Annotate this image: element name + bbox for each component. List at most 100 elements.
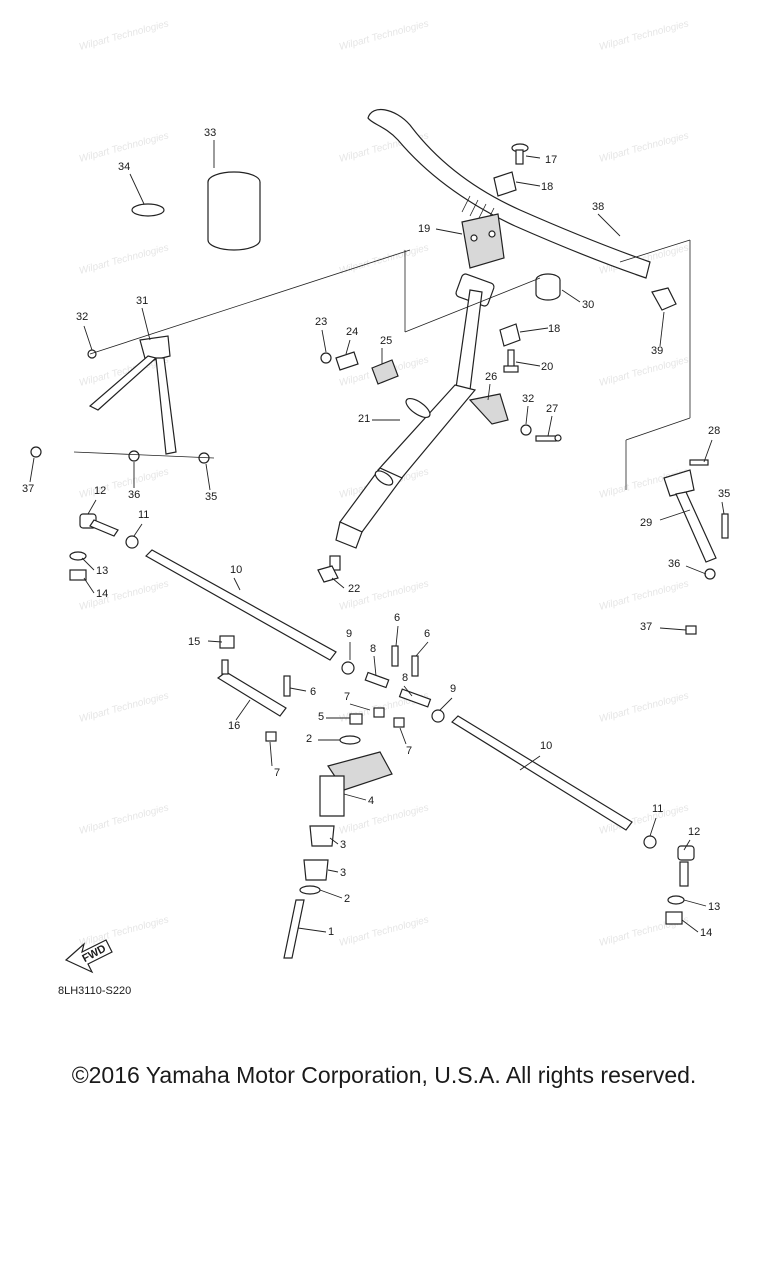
callout-1-55: 1	[328, 926, 334, 938]
assembly-line	[619, 239, 691, 263]
callout-38-4: 38	[592, 201, 604, 213]
leader-line	[659, 509, 691, 521]
callout-30-6: 30	[582, 299, 594, 311]
washer-2-upper	[339, 735, 361, 745]
washer-32-left	[87, 349, 97, 359]
callout-34-1: 34	[118, 161, 130, 173]
watermark-25: Wilpart Technologies	[338, 914, 430, 949]
callout-6-35: 6	[394, 612, 400, 624]
watermark-5: Wilpart Technologies	[598, 130, 690, 165]
callout-37-19: 37	[22, 483, 34, 495]
washer-2-lower	[299, 885, 321, 895]
leader-line	[487, 383, 491, 401]
callout-7-41: 7	[344, 691, 350, 703]
leader-line	[319, 889, 343, 899]
callout-36-31: 36	[668, 558, 680, 570]
callout-36-20: 36	[128, 489, 140, 501]
leader-line	[343, 793, 367, 801]
callout-6-36: 6	[424, 628, 430, 640]
callout-31-10: 31	[136, 295, 148, 307]
callout-6-40: 6	[310, 686, 316, 698]
leader-line	[289, 687, 307, 692]
callout-12-50: 12	[688, 826, 700, 838]
leader-line	[519, 755, 541, 771]
callout-23-12: 23	[315, 316, 327, 328]
callout-27-17: 27	[546, 403, 558, 415]
bolt-37-left	[30, 446, 42, 458]
callout-19-5: 19	[418, 223, 430, 235]
callout-32-11: 32	[76, 311, 88, 323]
leader-line	[29, 457, 35, 483]
clamp-18-upper	[493, 171, 517, 197]
leader-line	[403, 685, 413, 697]
leader-line	[233, 577, 241, 591]
nut-14-left	[69, 569, 87, 581]
leader-line	[83, 325, 93, 351]
leader-line	[519, 327, 549, 333]
leader-lines	[29, 140, 725, 933]
callout-33-0: 33	[204, 127, 216, 139]
watermark-18: Wilpart Technologies	[78, 690, 170, 725]
callout-20-9: 20	[541, 361, 553, 373]
leader-line	[659, 311, 665, 347]
leader-line	[597, 213, 621, 237]
leader-line	[87, 499, 97, 515]
leader-line	[129, 173, 145, 205]
leader-line	[329, 837, 339, 845]
leader-line	[685, 565, 707, 575]
callout-12-23: 12	[94, 485, 106, 497]
leader-line	[703, 439, 713, 463]
leader-line	[349, 703, 371, 711]
callout-21-18: 21	[358, 413, 370, 425]
leader-line	[525, 155, 541, 159]
callout-39-7: 39	[651, 345, 663, 357]
callout-35-21: 35	[205, 491, 217, 503]
nut-9-right	[431, 709, 445, 723]
nut-7-b	[393, 717, 405, 728]
nut-5	[349, 713, 363, 725]
callout-9-34: 9	[346, 628, 352, 640]
sleeve-33	[207, 171, 261, 251]
leader-line	[235, 699, 251, 721]
callout-32-16: 32	[522, 393, 534, 405]
holder-19	[461, 213, 505, 269]
callout-26-15: 26	[485, 371, 497, 383]
leader-line	[269, 741, 273, 767]
watermark-1: Wilpart Technologies	[338, 18, 430, 53]
bolt-6-a	[391, 645, 399, 667]
callout-7-46: 7	[274, 767, 280, 779]
callout-37-32: 37	[640, 621, 652, 633]
nut-14-right	[665, 911, 683, 925]
watermark-22: Wilpart Technologies	[338, 802, 430, 837]
callout-13-54: 13	[708, 901, 720, 913]
callout-11-49: 11	[652, 803, 663, 815]
screw-27	[535, 434, 562, 442]
watermark-3: Wilpart Technologies	[78, 130, 170, 165]
leader-line	[415, 641, 429, 657]
watermark-2: Wilpart Technologies	[598, 18, 690, 53]
handlebar-38	[367, 108, 651, 279]
callout-22-29: 22	[348, 583, 360, 595]
callout-9-39: 9	[450, 683, 456, 695]
clip-25	[371, 359, 399, 385]
tie-rod-10-right	[451, 715, 633, 831]
leader-line	[525, 405, 529, 425]
leader-line	[683, 839, 691, 851]
assembly-line	[625, 417, 691, 441]
steering-column-21	[335, 273, 495, 549]
drawing-code: 8LH3110-S220	[58, 985, 131, 997]
callout-7-44: 7	[406, 745, 412, 757]
tie-rod-10-left	[145, 549, 337, 661]
callout-5-43: 5	[318, 711, 324, 723]
callout-18-3: 18	[541, 181, 553, 193]
watermark-17: Wilpart Technologies	[598, 578, 690, 613]
watermark-20: Wilpart Technologies	[598, 690, 690, 725]
callout-10-30: 10	[230, 564, 242, 576]
bolt-35-right	[721, 513, 729, 539]
leader-line	[207, 640, 223, 643]
tie-rod-end-12-left	[79, 513, 119, 537]
leader-line	[439, 697, 453, 711]
callout-11-24: 11	[138, 509, 149, 521]
